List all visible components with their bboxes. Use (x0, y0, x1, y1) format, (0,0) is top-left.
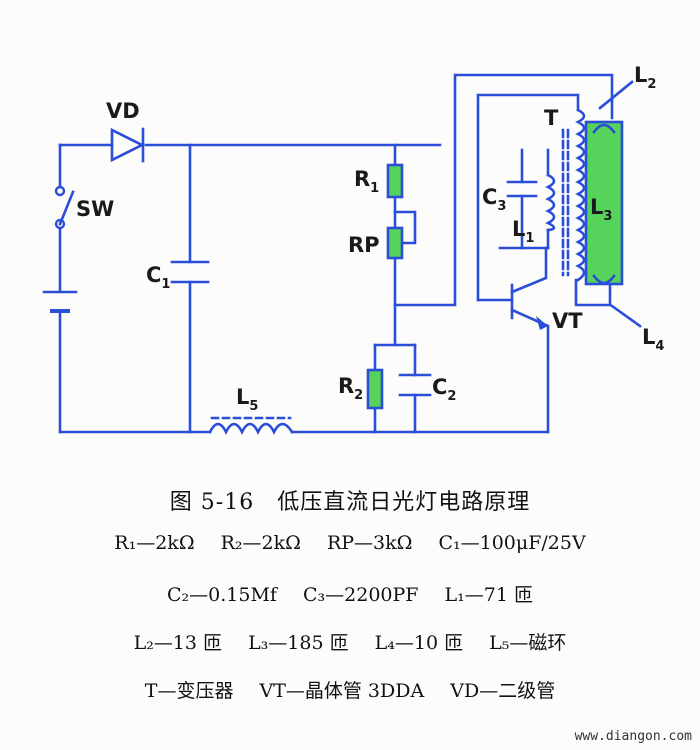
label-c2: C2 (432, 375, 456, 404)
potentiometer-rp (386, 226, 404, 260)
label-l4: L4 (642, 325, 664, 354)
diode-vd (110, 127, 145, 163)
main-wiring (58, 73, 614, 434)
transistor-vt (536, 316, 548, 330)
legend-item: VD—二级管 (450, 680, 556, 702)
legend-item: R₂—2kΩ (220, 532, 301, 554)
legend-line-2: C₂—0.15Mf C₃—2200PF L₁—71 匝 (0, 580, 700, 607)
pointer-lines (598, 80, 642, 328)
legend-item: L₅—磁环 (489, 632, 567, 654)
figure-caption: 图 5-16 低压直流日光灯电路原理 (169, 490, 531, 515)
coil-transformer-secondary (575, 108, 586, 282)
inductor-l5 (208, 416, 294, 435)
legend-item: RP—3kΩ (326, 532, 413, 554)
legend-item: L₄—10 匝 (374, 632, 464, 654)
label-r1: R1 (354, 167, 379, 196)
capacitor-c2 (398, 373, 432, 397)
label-c1: C1 (146, 263, 170, 292)
coil-l1 (545, 173, 556, 232)
legend-item: C₁—100μF/25V (438, 532, 586, 554)
legend-line-1: R₁—2kΩ R₂—2kΩ RP—3kΩ C₁—100μF/25V (0, 532, 700, 554)
label-r2: R2 (338, 374, 363, 403)
legend-item: C₃—2200PF (303, 584, 419, 606)
legend-item: L₂—13 匝 (133, 632, 223, 654)
legend-item: L₁—71 匝 (444, 584, 533, 606)
legend-line-4: T—变压器 VT—晶体管 3DDA VD—二级管 (0, 676, 700, 703)
label-l1: L1 (512, 217, 534, 246)
label-c3: C3 (482, 185, 506, 214)
battery (42, 290, 78, 313)
resistor-r1 (386, 163, 404, 199)
label-vt: VT (552, 309, 583, 333)
circuit-diagram: VD SW C1 L5 R1 RP R2 C2 C3 L1 T L2 L3 L4… (42, 63, 664, 435)
capacitor-c3 (506, 180, 538, 198)
label-l5: L5 (236, 385, 258, 414)
transformer-core (561, 128, 570, 277)
label-l3: L3 (590, 195, 612, 224)
legend-line-3: L₂—13 匝 L₃—185 匝 L₄—10 匝 L₅—磁环 (0, 628, 700, 655)
legend-item: VT—晶体管 3DDA (259, 680, 425, 702)
label-rp: RP (348, 233, 380, 257)
capacitor-c1 (170, 260, 210, 284)
watermark: www.diangon.com (574, 729, 692, 744)
label-vd: VD (106, 99, 140, 123)
fluorescent-tube (584, 120, 624, 286)
legend-item: T—变压器 (144, 680, 234, 702)
label-sw: SW (76, 197, 114, 221)
legend-item: L₃—185 匝 (248, 632, 349, 654)
label-t: T (544, 106, 559, 130)
legend-item: C₂—0.15Mf (167, 584, 277, 606)
legend-item: R₁—2kΩ (114, 532, 195, 554)
resistor-r2 (366, 368, 384, 410)
label-l2: L2 (634, 63, 656, 92)
switch-sw (54, 185, 75, 230)
